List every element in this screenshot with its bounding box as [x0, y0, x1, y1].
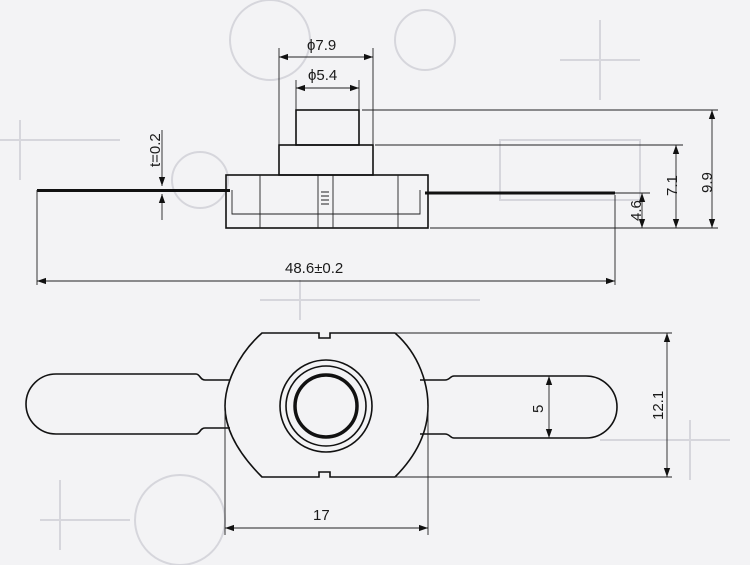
left-tab	[25, 373, 230, 435]
button-plunger	[295, 109, 360, 146]
height-overall-label: 9.9	[699, 172, 716, 193]
right-tab	[420, 375, 618, 439]
side-view	[37, 109, 615, 229]
body-width-label: 17	[313, 507, 330, 524]
button-ring-mid	[285, 365, 367, 447]
inner-diameter-label: ϕ5.4	[308, 67, 337, 84]
button-inner-ring	[293, 373, 359, 439]
switch-body	[224, 332, 429, 478]
top-view	[25, 332, 618, 478]
tab-width-label: 5	[530, 405, 547, 413]
thickness-label: t=0.2	[147, 133, 164, 167]
button-outer-ring	[279, 359, 373, 453]
background-ghost-marks	[0, 0, 730, 565]
height-base-label: 4.6	[628, 200, 645, 221]
height-body-label: 7.1	[664, 175, 681, 196]
top-view-dimensions: 12.1 5 17	[224, 332, 672, 535]
side-view-dimensions: ϕ7.9 ϕ5.4 t=0.2 48.6±0.2 9.9 7.1 4.6	[36, 37, 718, 285]
body-height-label: 12.1	[650, 391, 667, 420]
outer-diameter-label: ϕ7.9	[307, 37, 336, 54]
total-length-label: 48.6±0.2	[285, 260, 343, 277]
button-collar	[278, 144, 374, 176]
